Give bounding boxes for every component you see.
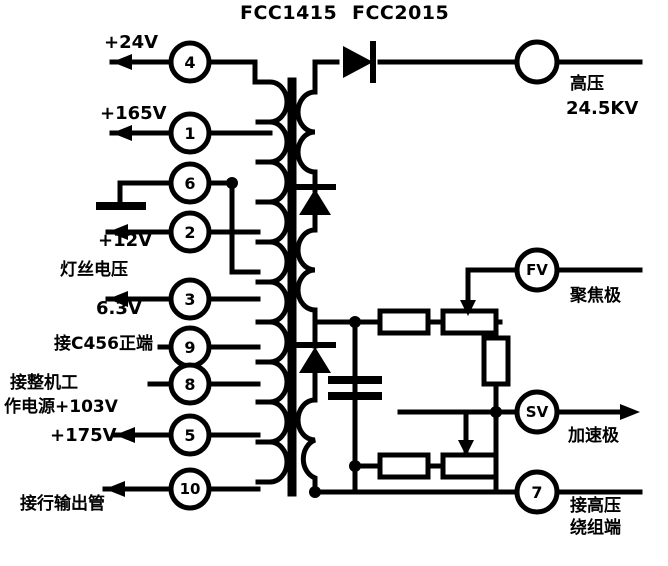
pin-label-1[interactable]: 1: [184, 123, 196, 143]
arrow-pin5: [115, 427, 135, 443]
label-hv-winding-2: 绕组端: [570, 518, 621, 538]
wiper-arrow-focus: [460, 300, 476, 316]
pin-label-4[interactable]: 4: [184, 52, 196, 72]
arrow-pin3: [108, 291, 128, 307]
primary-winding: [252, 79, 290, 485]
diode-triangle-mid: [299, 189, 331, 215]
arrow-sv-out: [620, 404, 640, 420]
potentiometer-accel: [440, 452, 499, 480]
hv-output-terminal-circle: [514, 39, 560, 85]
primary-connection-wires: [206, 59, 261, 492]
dot-sv-node: [490, 406, 502, 418]
ground-stem: [117, 180, 174, 209]
resistor-bottom-fixed: [377, 452, 431, 480]
pin-label-3[interactable]: 3: [184, 289, 196, 309]
pin-label-5[interactable]: 5: [184, 425, 196, 445]
label-focus: 聚焦极: [570, 286, 621, 306]
wire-bus-to-coil-272: [229, 229, 261, 275]
pin-label-2[interactable]: 2: [184, 222, 196, 242]
network-junction-dots: [309, 316, 502, 498]
left-pin-circles: [168, 40, 212, 511]
dot-pin6-node: [226, 177, 238, 189]
label-12v: +12V: [98, 230, 153, 251]
wire-pin4-to-coil: [206, 59, 258, 85]
arrow-pin4: [112, 54, 132, 70]
label-175v: +175V: [50, 425, 117, 446]
pin-label-6[interactable]: 6: [184, 173, 196, 193]
arrow-pin2: [108, 224, 128, 240]
diode-triangle-hv: [343, 46, 373, 78]
right-lead-arrowheads: [620, 404, 640, 420]
label-accel: 加速极: [568, 426, 619, 446]
arrow-pin10: [105, 481, 125, 497]
pin-label-sv[interactable]: SV: [525, 403, 549, 421]
pin-label-10[interactable]: 10: [179, 480, 201, 498]
label-whole-machine-2: 作电源+103V: [4, 397, 118, 417]
wiper-arrow-accel: [458, 440, 474, 456]
pin-label-8[interactable]: 8: [184, 374, 196, 394]
title-fcc-left: FCC1415: [240, 2, 338, 24]
resistor-top-fixed: [377, 308, 431, 336]
label-hv-value: 24.5KV: [566, 98, 639, 119]
label-filament-voltage: 灯丝电压: [60, 260, 128, 280]
junction-dots: [226, 177, 238, 189]
dot-rail-top: [349, 316, 361, 328]
left-lead-arrowheads: [105, 54, 135, 497]
wire-pin6-bus: [206, 180, 235, 235]
label-c456: 接C456正端: [54, 334, 153, 354]
dot-bottom-rail: [309, 486, 321, 498]
label-hv: 高压: [570, 74, 604, 94]
hv-rectifier-diode: [343, 46, 373, 78]
title-fcc-right: FCC2015: [352, 2, 450, 24]
pin-label-7[interactable]: 7: [531, 482, 543, 502]
label-165v: +165V: [100, 103, 167, 124]
pin-label-fv[interactable]: FV: [526, 261, 548, 279]
label-24v: +24V: [104, 32, 159, 53]
arrow-pin1: [112, 125, 132, 141]
secondary-winding: [295, 59, 318, 495]
dot-rail-bottom: [349, 460, 361, 472]
pin-label-9[interactable]: 9: [184, 337, 196, 357]
filter-capacitor: [328, 319, 382, 469]
label-whole-machine-1: 接整机工: [10, 373, 78, 393]
label-6p3v: 6.3V: [96, 298, 142, 319]
diode-triangle-lower: [299, 347, 331, 373]
label-line-output: 接行输出管: [20, 494, 105, 514]
potentiometer-focus: [440, 308, 499, 336]
label-hv-winding-1: 接高压: [570, 496, 621, 516]
resistor-vertical: [481, 335, 511, 387]
